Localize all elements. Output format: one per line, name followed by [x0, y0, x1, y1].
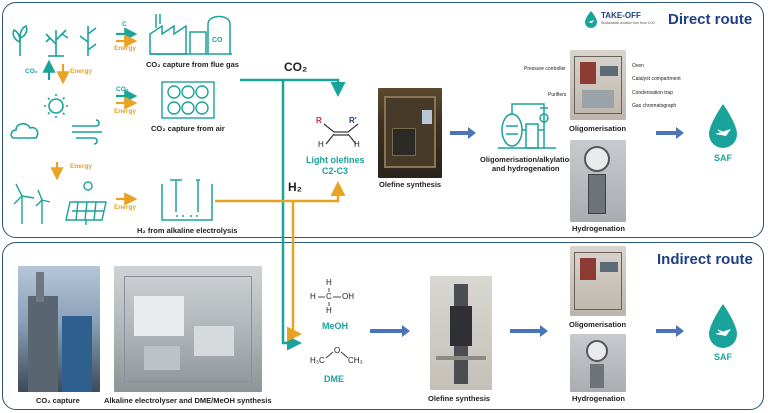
hydrogenation-photo-direct — [570, 140, 626, 222]
pressure-controller-label: Pressure controller — [524, 66, 566, 72]
hydrogenation-photo-indirect — [570, 334, 626, 392]
saf-label-direct: SAF — [714, 153, 732, 163]
light-olefines-label: Light olefines — [306, 155, 365, 165]
olefine-synthesis-label-indirect: Olefine synthesis — [428, 394, 491, 403]
hydrogenation-label-direct: Hydrogenation — [572, 224, 625, 233]
biomass-plants-icon — [12, 24, 97, 57]
logo-tagline: Sustainable aviation fuel from CO2 — [601, 21, 656, 25]
olefine-synthesis-label-direct: Olefine synthesis — [379, 180, 442, 189]
c-label: C — [122, 21, 127, 28]
meoh-bonds-icon — [318, 288, 341, 306]
oligomerisation-photo-direct — [570, 50, 626, 120]
energy-label-air: Energy — [114, 108, 137, 115]
oligomerisation-reactor-icon — [498, 103, 556, 149]
oligomerisation-label-direct: Oligomerisation — [569, 124, 627, 133]
co2-stream-label: CO₂ — [284, 60, 308, 74]
co2-capture-label: CO₂ capture — [36, 396, 80, 405]
capture-electrolysis-label: H₂ from alkaline electrolysis — [137, 226, 238, 235]
catalyst-compartment-label: Catalyst compartment — [632, 76, 681, 82]
energy-input-label: Energy — [70, 68, 93, 75]
saf-label-indirect: SAF — [714, 352, 732, 362]
dme-right: CH₃ — [348, 356, 363, 365]
meoh-h-left: H — [310, 292, 316, 301]
and-hydrogenation-label: and hydrogenation — [492, 164, 560, 173]
electrolyser-photo — [114, 266, 262, 392]
capture-air-label: CO₂ capture from air — [151, 124, 225, 133]
olefine-r-prime-label: R' — [349, 116, 357, 125]
logo-text: TAKE-OFF — [601, 11, 641, 20]
meoh-label: MeOH — [322, 321, 349, 331]
saf-drop-icon-indirect — [709, 304, 737, 348]
dme-bonds-icon — [325, 351, 349, 359]
co2-capture-photo — [18, 266, 100, 392]
svg-text:CO: CO — [212, 37, 223, 44]
gas-chromatograph-label: Gas chromatograph — [632, 103, 677, 109]
olefine-molecule-icon — [323, 123, 359, 145]
sun-cloud-wind-icon — [10, 94, 102, 145]
dme-label: DME — [324, 374, 344, 384]
indirect-route-title: Indirect route — [657, 251, 753, 268]
energy-label-2: Energy — [70, 163, 93, 170]
olefine-r-label: R — [316, 116, 322, 125]
oligomerisation-photo-indirect — [570, 246, 626, 316]
olefine-h-right: H — [354, 140, 360, 149]
dme-o: O — [334, 346, 341, 355]
olefine-synthesis-photo-indirect — [430, 276, 492, 390]
olefine-h-left: H — [318, 140, 324, 149]
oligomerisation-label-indirect: Oligomerisation — [569, 320, 627, 329]
olefine-synthesis-photo-direct — [378, 88, 442, 178]
energy-label-h2: Energy — [114, 204, 137, 211]
meoh-h-bottom: H — [326, 306, 332, 315]
purifiers-label: Purifiers — [548, 92, 567, 98]
co2-input-label: CO₂ — [25, 68, 38, 75]
meoh-h-top: H — [326, 278, 332, 287]
flue-gas-factory-icon: CO — [149, 14, 232, 55]
air-capture-unit-icon — [161, 81, 215, 119]
direct-route-title: Direct route — [668, 11, 753, 28]
take-off-logo-icon — [585, 11, 597, 28]
meoh-oh: OH — [342, 292, 354, 301]
light-olefines-c2c3-label: C2-C3 — [322, 166, 349, 176]
wind-solar-icon — [13, 181, 107, 225]
oligomerisation-alkylation-label: Oligomerisation/alkylation — [480, 155, 574, 164]
electrolyser-label: Alkaline electrolyser and DME/MeOH synth… — [104, 396, 272, 405]
dme-left: H₃C — [310, 356, 325, 365]
co2-label-air: CO₂ — [116, 86, 129, 93]
h2-stream-label: H₂ — [288, 180, 302, 194]
capture-flue-gas-label: CO₂ capture from flue gas — [146, 60, 239, 69]
oven-label: Oven — [632, 63, 644, 69]
condensation-trap-label: Condensation trap — [632, 90, 673, 96]
hydrogenation-label-indirect: Hydrogenation — [572, 394, 625, 403]
meoh-c: C — [326, 292, 332, 301]
energy-label-top: Energy — [114, 45, 137, 52]
saf-drop-icon-direct — [709, 104, 737, 148]
electrolysis-cell-icon — [161, 179, 213, 221]
